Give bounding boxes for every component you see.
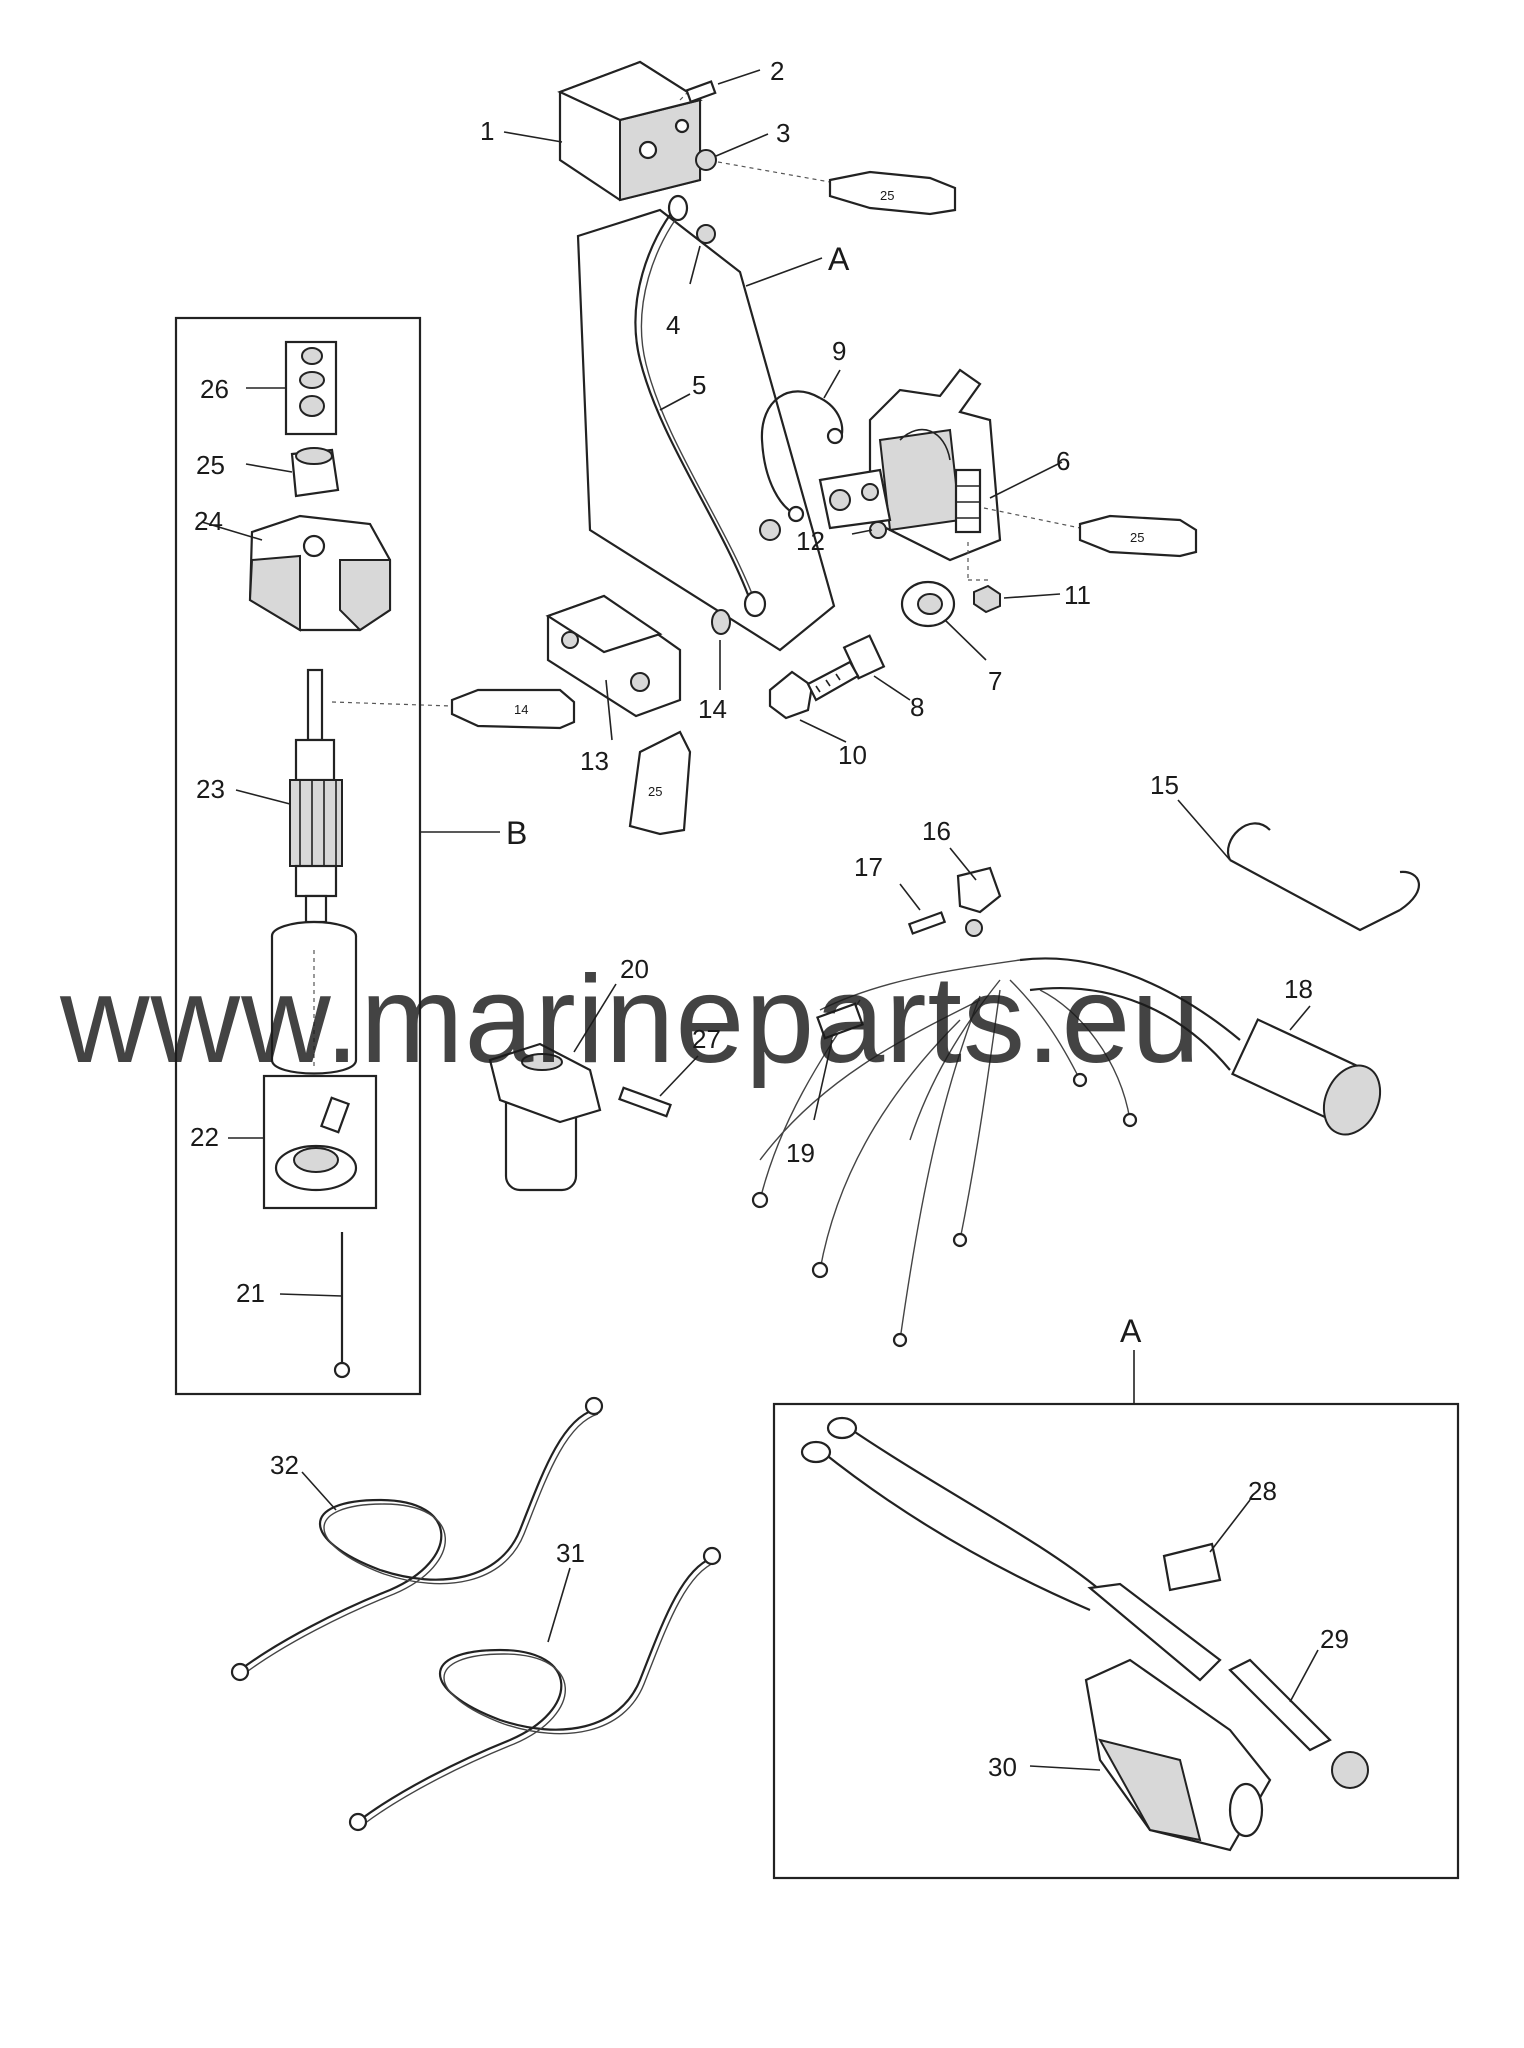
part-10-bolt — [768, 660, 860, 743]
part-6-solenoid-assembly — [818, 368, 1081, 581]
callout-20: 20 — [620, 954, 649, 984]
callout-28: 28 — [1248, 1476, 1277, 1506]
callout-26: 26 — [200, 374, 229, 404]
callout-27: 27 — [692, 1024, 721, 1054]
part-23-armature — [235, 668, 343, 924]
callout-3: 3 — [776, 118, 790, 148]
callout-18: 18 — [1284, 974, 1313, 1004]
callout-29: 29 — [1320, 1624, 1349, 1654]
group-label-b: B — [506, 815, 527, 851]
group-label-a-top: A — [828, 241, 850, 277]
part-24-end-frame — [201, 514, 392, 632]
callout-17: 17 — [854, 852, 883, 882]
part-19-connector — [813, 1002, 864, 1121]
part-28-plate — [1162, 1499, 1251, 1592]
callout-12: 12 — [796, 526, 825, 556]
callout-21: 21 — [236, 1278, 265, 1308]
part-11-nut — [973, 584, 1061, 614]
callout-7: 7 — [988, 666, 1002, 696]
part-27-screw — [618, 1055, 699, 1118]
part-16-clamp — [949, 847, 1002, 937]
sealant-tube-25-right: 25 — [1078, 514, 1198, 558]
part-2-screw — [685, 69, 761, 104]
part-13-bracket — [545, 594, 682, 741]
callout-22: 22 — [190, 1122, 219, 1152]
callout-32: 32 — [270, 1450, 299, 1480]
part-20-starter-solenoid — [488, 983, 617, 1192]
part-18-wiring-harness — [751, 957, 1382, 1348]
tube-label: 14 — [514, 702, 528, 717]
group-label-a-detail: A — [1120, 1313, 1142, 1349]
callout-9: 9 — [832, 336, 846, 366]
part-5-battery-cable — [634, 194, 767, 618]
sealant-tube-25-top: 25 — [828, 170, 957, 216]
callout-16: 16 — [922, 816, 951, 846]
callout-2: 2 — [770, 56, 784, 86]
tube-label: 25 — [648, 784, 662, 799]
part-15-retainer-wire — [1177, 799, 1421, 932]
part-1-control-box — [557, 60, 703, 202]
part-4-nut — [689, 224, 716, 285]
sealant-tube-25-bottom: 25 — [628, 730, 692, 836]
callout-24: 24 — [194, 506, 223, 536]
part-29-cable-assembly — [800, 1416, 1369, 1789]
part-17-screw — [899, 883, 947, 935]
callout-14: 14 — [698, 694, 727, 724]
callout-25: 25 — [196, 450, 225, 480]
callout-15: 15 — [1150, 770, 1179, 800]
part-motor-housing — [270, 920, 358, 1075]
detail-a-box — [772, 1402, 1460, 1880]
callout-4: 4 — [666, 310, 680, 340]
part-7-grommet — [900, 580, 987, 661]
callout-6: 6 — [1056, 446, 1070, 476]
callout-13: 13 — [580, 746, 609, 776]
group-b-box — [174, 316, 422, 1396]
callout-23: 23 — [196, 774, 225, 804]
callout-31: 31 — [556, 1538, 585, 1568]
part-31-battery-cable — [348, 1546, 722, 1832]
callout-8: 8 — [910, 692, 924, 722]
part-21-through-bolt — [279, 1232, 351, 1379]
part-3-nut — [695, 133, 831, 183]
part-22-brush-plate — [228, 1074, 378, 1210]
tube-label: 25 — [1130, 530, 1144, 545]
sealant-tube-14: 14 — [331, 688, 576, 730]
part-9-lead-wire — [760, 369, 844, 523]
part-26-brush-set — [246, 340, 338, 436]
group-a-outline — [576, 208, 836, 652]
part-25-cap — [245, 447, 340, 498]
part-14-washer — [711, 609, 731, 690]
callout-30: 30 — [988, 1752, 1017, 1782]
part-32-battery-cable — [230, 1396, 604, 1682]
callouts: 1 2 3 4 5 6 7 8 9 10 11 12 13 14 15 16 1… — [190, 56, 1349, 1782]
callout-10: 10 — [838, 740, 867, 770]
callout-1: 1 — [480, 116, 494, 146]
callout-11: 11 — [1064, 580, 1091, 610]
callout-19: 19 — [786, 1138, 815, 1168]
part-30-mount-bracket — [1029, 1658, 1272, 1852]
callout-5: 5 — [692, 370, 706, 400]
part-12-nut — [759, 519, 887, 541]
tube-label: 25 — [880, 188, 894, 203]
watermark-text: www.marineparts.eu — [59, 951, 1201, 1089]
